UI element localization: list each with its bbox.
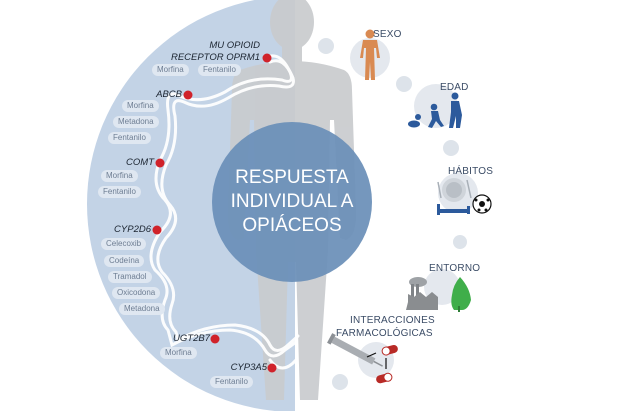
center-title-line3: OPIÁCEOS: [242, 215, 342, 236]
gene-dot-cyp2d6: [152, 225, 162, 235]
gene-dot-cyp3a5: [267, 363, 277, 373]
drug-tag: Tramadol: [108, 271, 152, 283]
dna-helix-icon: [149, 54, 300, 370]
center-title-line2: INDIVIDUAL A: [230, 191, 354, 212]
drug-tag: Codeína: [104, 255, 145, 267]
gene-label-comt: COMT: [126, 157, 154, 168]
center-title-line1: RESPUESTA: [235, 167, 349, 188]
drug-tag: Fentanilo: [98, 186, 141, 198]
factor-label-sexo: SEXO: [373, 29, 402, 40]
gene-label-ugt2b7: UGT2B7: [173, 333, 210, 344]
gene-label-oprm1-line1: MU OPIOID: [209, 40, 260, 51]
factor-label-interacciones-line1: INTERACCIONES: [350, 315, 435, 326]
factor-label-interacciones-line2: FARMACOLÓGICAS: [336, 328, 433, 339]
syringe-pills-icon: [327, 333, 398, 384]
gene-label-oprm1-line2: RECEPTOR OPRM1: [170, 52, 260, 63]
drug-tag: Celecoxib: [101, 238, 147, 250]
factor-label-habitos: HÁBITOS: [448, 166, 494, 177]
center-circle: [212, 122, 372, 282]
drug-tag: Morfina: [160, 347, 197, 359]
gene-dot-abcb: [183, 90, 193, 100]
drug-tag: Fentanilo: [108, 132, 151, 144]
age-progression-icon: [408, 92, 462, 128]
drug-tag: Fentanilo: [198, 64, 241, 76]
plate-bed-ball-icon: [437, 178, 492, 215]
gene-label-cyp2d6: CYP2D6: [114, 224, 151, 235]
gene-dot-oprm1: [262, 53, 272, 63]
drug-tag: Morfina: [122, 100, 159, 112]
drug-tag: Oxicodona: [112, 287, 161, 299]
connector-dots: [318, 38, 467, 390]
factory-tree-icon: [406, 277, 471, 312]
drug-tag: Fentanilo: [210, 376, 253, 388]
gene-label-abcb: ABCB: [156, 89, 182, 100]
gene-dot-comt: [155, 158, 165, 168]
drug-tag: Morfina: [101, 170, 138, 182]
factor-label-edad: EDAD: [440, 82, 469, 93]
gene-dot-ugt2b7: [210, 334, 220, 344]
gene-label-cyp3a5: CYP3A5: [230, 362, 267, 373]
person-icon: [360, 29, 380, 80]
drug-tag: Morfina: [152, 64, 189, 76]
center-title: RESPUESTA INDIVIDUAL A OPIÁCEOS: [212, 122, 372, 282]
drug-tag: Metadona: [113, 116, 159, 128]
drug-tag: Metadona: [119, 303, 165, 315]
factor-label-entorno: ENTORNO: [429, 263, 481, 274]
gene-markers: [152, 53, 277, 373]
